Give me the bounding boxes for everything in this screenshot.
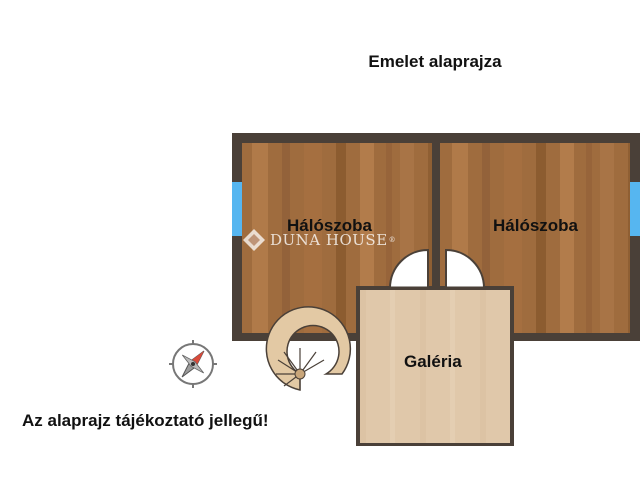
room-floor-gallery xyxy=(360,290,510,443)
page-title: Emelet alaprajza xyxy=(368,52,502,71)
watermark-brand: DUNA HOUSE xyxy=(270,231,388,249)
door-icon xyxy=(445,248,486,290)
disclaimer-text: Az alaprajz tájékoztató jellegű! xyxy=(22,411,269,430)
door-icon xyxy=(388,248,429,290)
room-label-bedroom-left: Hálószoba xyxy=(287,216,373,235)
spiral-staircase-icon xyxy=(265,306,352,391)
watermark: DUNA HOUSE® xyxy=(242,228,396,252)
duna-house-logo-icon xyxy=(243,229,265,251)
room-label-bedroom-right: Hálószoba xyxy=(493,216,579,235)
watermark-registered: ® xyxy=(388,236,397,244)
window-icon xyxy=(232,182,242,236)
window-icon xyxy=(630,182,640,236)
room-label-gallery: Galéria xyxy=(404,352,462,371)
compass-icon xyxy=(169,340,217,388)
